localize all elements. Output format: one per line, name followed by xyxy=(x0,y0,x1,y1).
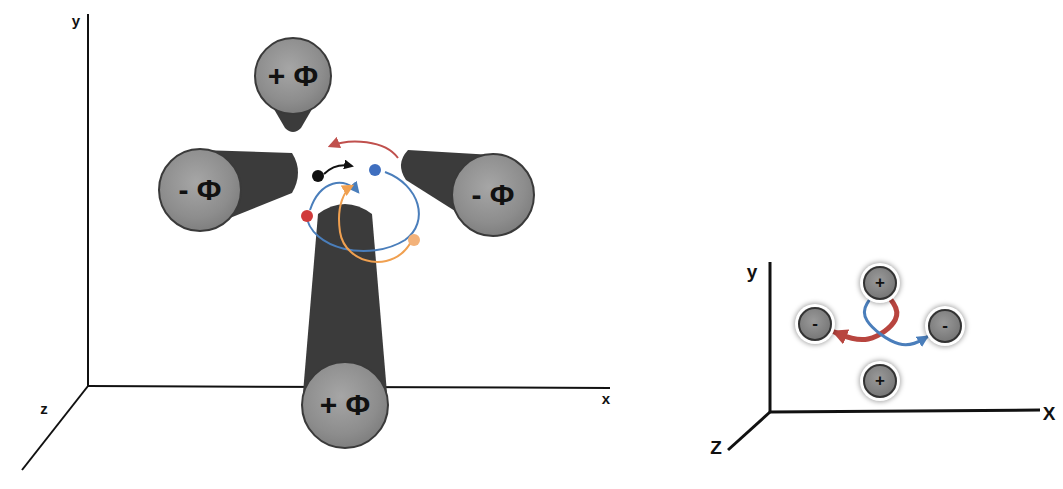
electrode-potential: - Φ xyxy=(179,173,222,207)
axis-label: Z xyxy=(710,437,722,459)
electrode-potential: - Φ xyxy=(472,178,515,212)
electrode-potential: + Φ xyxy=(268,59,318,93)
electrode-potential: + xyxy=(875,371,885,391)
ions xyxy=(301,164,420,246)
axes-right xyxy=(728,262,1040,450)
axis-label: x xyxy=(602,390,610,407)
electrode-potential: + xyxy=(875,273,885,293)
electrode-potential: - xyxy=(942,316,948,336)
electrode-symbol: + xyxy=(863,266,897,300)
axis-label: y xyxy=(747,261,758,283)
axis-label: z xyxy=(40,400,48,417)
ion-trajectories xyxy=(306,142,419,262)
electrode-potential: + Φ xyxy=(320,388,370,422)
electrode-symbol: - xyxy=(798,307,832,341)
field-rotation-arrow xyxy=(864,301,927,345)
electrode-rod-face: + Φ xyxy=(254,37,332,115)
axis-label: y xyxy=(72,12,80,29)
electrode-symbol: - xyxy=(928,309,962,343)
electrode-symbol: + xyxy=(863,364,897,398)
electrode-rod-face: - Φ xyxy=(158,148,242,232)
axes-left xyxy=(22,14,610,470)
electrode-rod-face: + Φ xyxy=(301,361,389,449)
axis-label: X xyxy=(1043,403,1056,425)
electrode-potential: - xyxy=(812,314,818,334)
electrode-rod-face: - Φ xyxy=(451,153,535,237)
